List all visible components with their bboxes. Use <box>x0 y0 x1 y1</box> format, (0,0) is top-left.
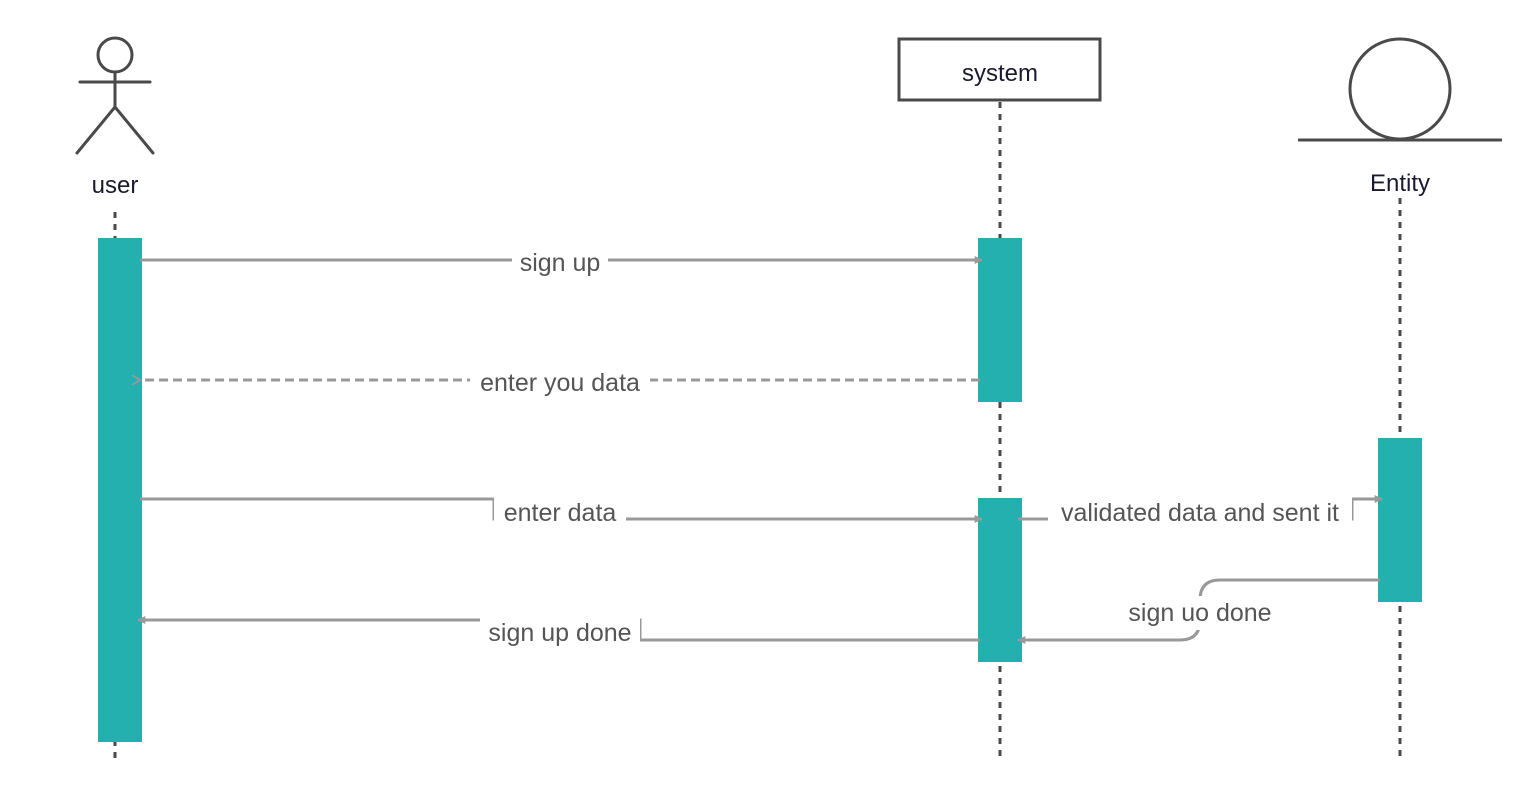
participant-user: user <box>75 36 155 199</box>
message-validated-data: validated data and sent it <box>1018 495 1383 530</box>
message-sign-up: sign up <box>140 244 983 278</box>
message-label: sign up <box>520 249 601 277</box>
message-label: sign up done <box>488 619 631 647</box>
participant-box-system <box>897 37 1102 102</box>
message-label: validated data and sent it <box>1061 499 1339 527</box>
message-enter-data: enter data <box>140 496 983 530</box>
message-sign-uo-done: sign uo done <box>1017 578 1380 644</box>
activation-system-2 <box>978 498 1022 662</box>
participant-entity: Entity <box>1298 37 1502 197</box>
activation-entity <box>1378 438 1422 602</box>
participant-system: system <box>897 37 1102 102</box>
activation-user <box>98 238 142 742</box>
participant-label-system: system <box>962 60 1038 87</box>
message-sign-up-done: sign up done <box>137 616 980 650</box>
actor-icon <box>75 36 155 155</box>
participant-label-user: user <box>92 172 139 199</box>
message-label: enter you data <box>480 369 640 397</box>
message-label: sign uo done <box>1128 599 1271 627</box>
participant-label-entity: Entity <box>1370 170 1430 197</box>
message-enter-you-data: enter you data <box>140 364 980 398</box>
activation-system-1 <box>978 238 1022 402</box>
message-label: enter data <box>504 499 617 527</box>
entity-icon <box>1298 37 1502 142</box>
